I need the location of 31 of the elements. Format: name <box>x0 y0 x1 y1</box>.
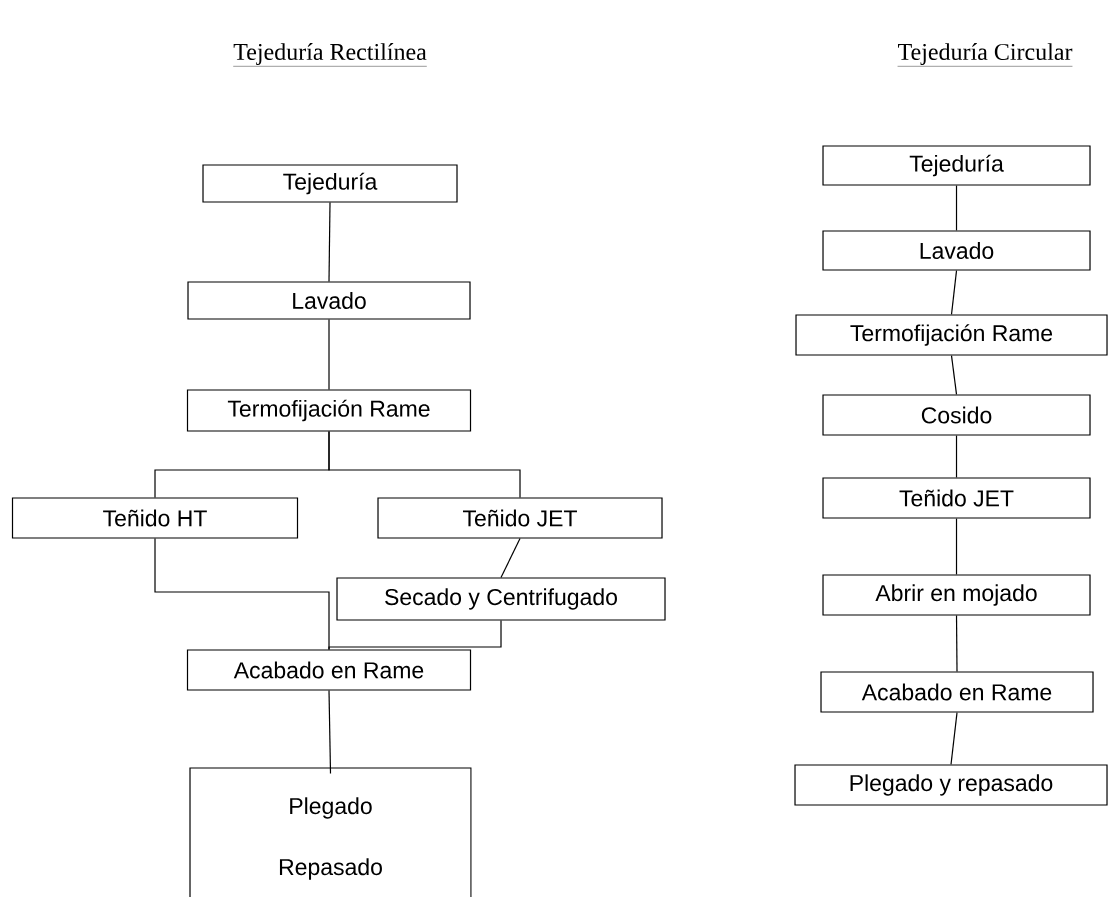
process-box: Plegado Repasado <box>189 767 472 897</box>
connector-line <box>955 185 958 231</box>
process-box: Termofijación Rame <box>795 314 1108 356</box>
connector-line <box>328 620 502 650</box>
process-box: Teñido JET <box>377 497 663 539</box>
process-box: Lavado <box>187 281 471 320</box>
process-box: Lavado <box>822 230 1091 271</box>
connector-line <box>328 690 332 774</box>
process-box: Tejeduría <box>202 164 458 203</box>
process-box: Teñido HT <box>11 497 299 539</box>
process-box: Termofijación Rame <box>186 389 472 432</box>
connector-line <box>955 615 958 672</box>
connector-line <box>328 202 331 282</box>
process-box: Acabado en Rame <box>186 649 472 691</box>
connector-line <box>500 538 521 578</box>
process-box: Teñido JET <box>822 477 1091 519</box>
process-box: Tejeduría <box>822 145 1091 186</box>
process-box: Acabado en Rame <box>820 671 1094 713</box>
connector-line <box>950 712 958 765</box>
connector-line <box>328 431 521 498</box>
heading: Tejeduría Rectilínea <box>233 43 427 67</box>
connector-line <box>955 435 958 478</box>
connector-line <box>955 518 958 575</box>
connector-line <box>950 355 958 395</box>
process-box: Abrir en mojado <box>822 574 1091 616</box>
process-box: Cosido <box>822 394 1091 436</box>
connector-line <box>328 319 330 390</box>
heading: Tejeduría Circular <box>897 43 1073 67</box>
connector-line <box>950 270 958 315</box>
process-box: Plegado y repasado <box>794 764 1108 806</box>
process-box: Secado y Centrifugado <box>336 577 666 621</box>
